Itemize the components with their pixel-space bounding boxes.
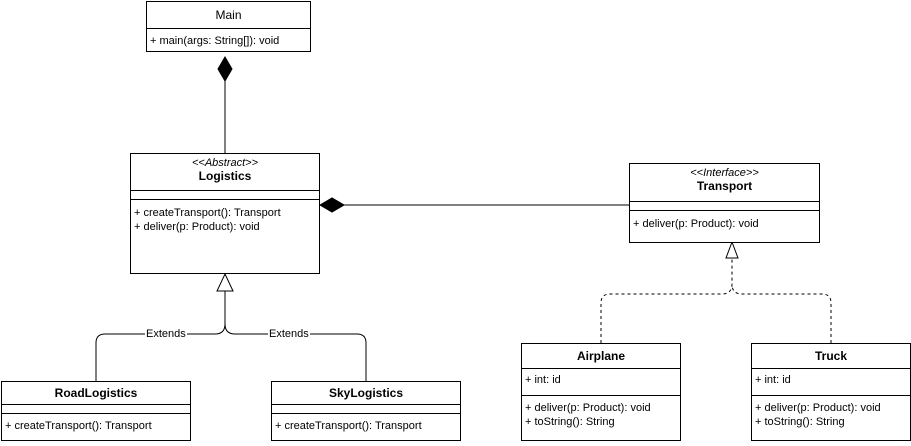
class-truck-method: + toString(): String (755, 416, 845, 428)
class-sky-divider-1 (272, 404, 460, 413)
class-main-method: + main(args: String[]): void (150, 35, 280, 47)
class-airplane-field: + int: id (525, 374, 561, 386)
class-sky-header: SkyLogistics (272, 382, 460, 404)
class-logistics-divider-2 (131, 199, 319, 206)
class-transport-name: Transport (696, 179, 753, 193)
class-sky-name: SkyLogistics (328, 386, 404, 400)
class-truck-header: Truck (752, 344, 910, 368)
extends-line-sky (224, 323, 367, 381)
class-main[interactable]: Main + main(args: String[]): void (146, 1, 311, 52)
class-road-method: + createTransport(): Transport (5, 420, 152, 432)
class-logistics-name: Logistics (198, 169, 252, 183)
class-transport-header: <<Interface>> Transport (630, 164, 819, 201)
composition-diamond-transport (319, 197, 345, 213)
class-logistics-header: <<Abstract>> Logistics (131, 154, 319, 190)
class-main-divider (147, 28, 310, 29)
class-airplane-method: + toString(): String (525, 416, 615, 428)
class-truck-divider-1 (752, 368, 910, 373)
generalization-arrow (216, 272, 234, 292)
class-truck-field: + int: id (755, 374, 791, 386)
class-truck-method: + deliver(p: Product): void (755, 402, 881, 414)
extends-label-road: Extends (145, 328, 187, 340)
composition-diamond-main (217, 56, 233, 82)
class-main-name: Main (215, 8, 242, 22)
class-road-divider-2 (2, 413, 190, 419)
class-sky-method: + createTransport(): Transport (275, 420, 422, 432)
class-sky-divider-2 (272, 413, 460, 419)
realization-arrow (725, 240, 739, 259)
class-truck[interactable]: Truck + int: id + deliver(p: Product): v… (751, 343, 911, 441)
class-main-header: Main (147, 2, 310, 28)
class-transport-divider-2 (630, 210, 819, 217)
class-airplane-method: + deliver(p: Product): void (525, 402, 651, 414)
class-transport[interactable]: <<Interface>> Transport + deliver(p: Pro… (629, 163, 820, 243)
class-airplane-name: Airplane (576, 349, 625, 363)
class-transport-stereotype: <<Interface>> (690, 167, 759, 179)
class-road-logistics[interactable]: RoadLogistics + createTransport(): Trans… (1, 381, 191, 441)
class-road-header: RoadLogistics (2, 382, 190, 404)
class-truck-divider-2 (752, 395, 910, 401)
class-logistics-method: + deliver(p: Product): void (134, 221, 260, 233)
extends-label-sky: Extends (268, 328, 310, 340)
class-transport-divider-1 (630, 201, 819, 210)
class-logistics[interactable]: <<Abstract>> Logistics + createTransport… (130, 153, 320, 274)
class-logistics-divider-1 (131, 190, 319, 199)
class-airplane[interactable]: Airplane + int: id + deliver(p: Product)… (521, 343, 681, 441)
class-airplane-divider-2 (522, 395, 680, 401)
class-truck-name: Truck (814, 349, 847, 363)
class-transport-method: + deliver(p: Product): void (633, 218, 759, 230)
class-road-name: RoadLogistics (54, 386, 138, 400)
class-logistics-stereotype: <<Abstract>> (191, 157, 259, 169)
class-airplane-header: Airplane (522, 344, 680, 368)
class-sky-logistics[interactable]: SkyLogistics + createTransport(): Transp… (271, 381, 461, 441)
realization-line-airplane (600, 258, 733, 343)
realization-line-truck (731, 283, 832, 343)
class-road-divider-1 (2, 404, 190, 413)
class-logistics-method: + createTransport(): Transport (134, 207, 281, 219)
class-airplane-divider-1 (522, 368, 680, 373)
